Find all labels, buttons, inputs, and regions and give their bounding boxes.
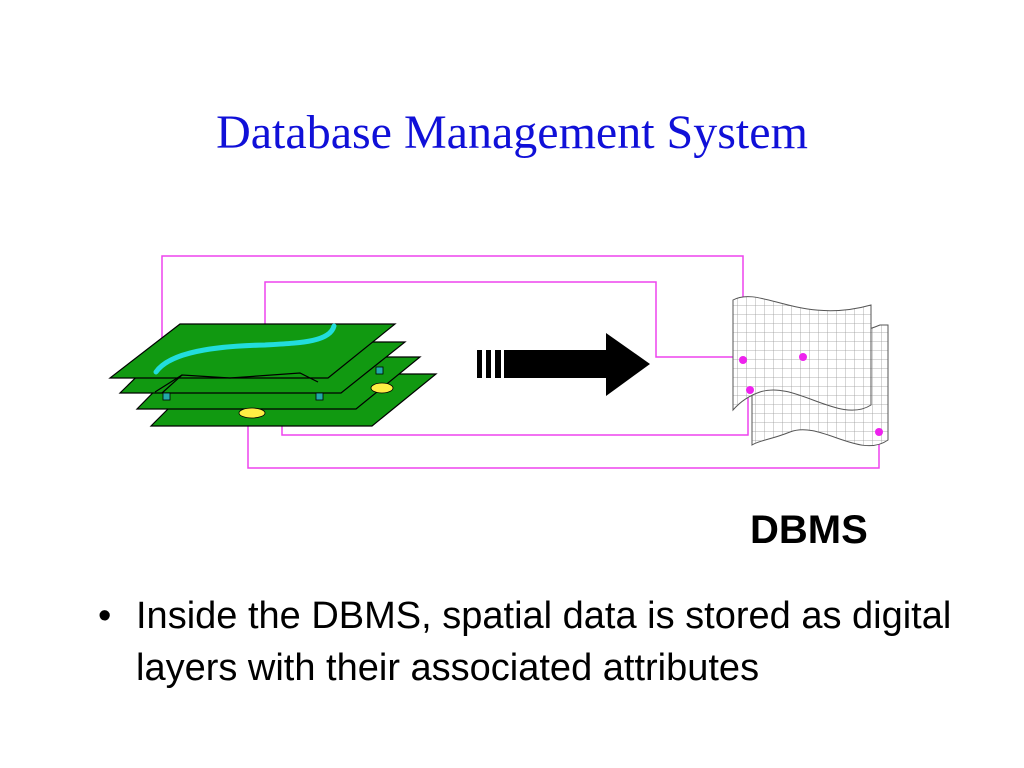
- arrow-tail-bar-1: [477, 350, 482, 378]
- layer-features: [153, 323, 394, 419]
- attribute-table-icon: [732, 296, 889, 447]
- connector-line-inner-top: [264, 281, 803, 358]
- stream-line: [153, 323, 337, 375]
- connector-dot-2: [799, 353, 807, 361]
- arrow-tail-bar-2: [486, 350, 491, 378]
- point-feature-1: [162, 392, 171, 401]
- slide-title: Database Management System: [216, 106, 808, 159]
- arrow-head: [504, 333, 650, 396]
- point-feature-2: [315, 392, 324, 401]
- connector-dot-1: [739, 356, 747, 364]
- polygon-boundary: [154, 372, 319, 393]
- bullet-symbol: •: [98, 595, 112, 637]
- connector-dot-3: [746, 386, 754, 394]
- arrow-tail-bar-3: [495, 350, 501, 378]
- bullet-text: Inside the DBMS, spatial data is stored …: [136, 595, 952, 689]
- connector-line-outer-bottom: [247, 418, 880, 469]
- area-feature-2: [238, 407, 266, 419]
- bullet-list: • Inside the DBMS, spatial data is store…: [98, 590, 958, 694]
- connector-dot-4: [875, 428, 883, 436]
- point-feature-3: [375, 366, 384, 375]
- bullet-item: • Inside the DBMS, spatial data is store…: [98, 590, 958, 694]
- polygon-boundary-2: [161, 374, 183, 394]
- area-feature-1: [370, 382, 394, 394]
- dbms-label: DBMS: [750, 508, 868, 552]
- arrow-icon: [477, 333, 650, 396]
- connector-endpoints: [739, 353, 883, 436]
